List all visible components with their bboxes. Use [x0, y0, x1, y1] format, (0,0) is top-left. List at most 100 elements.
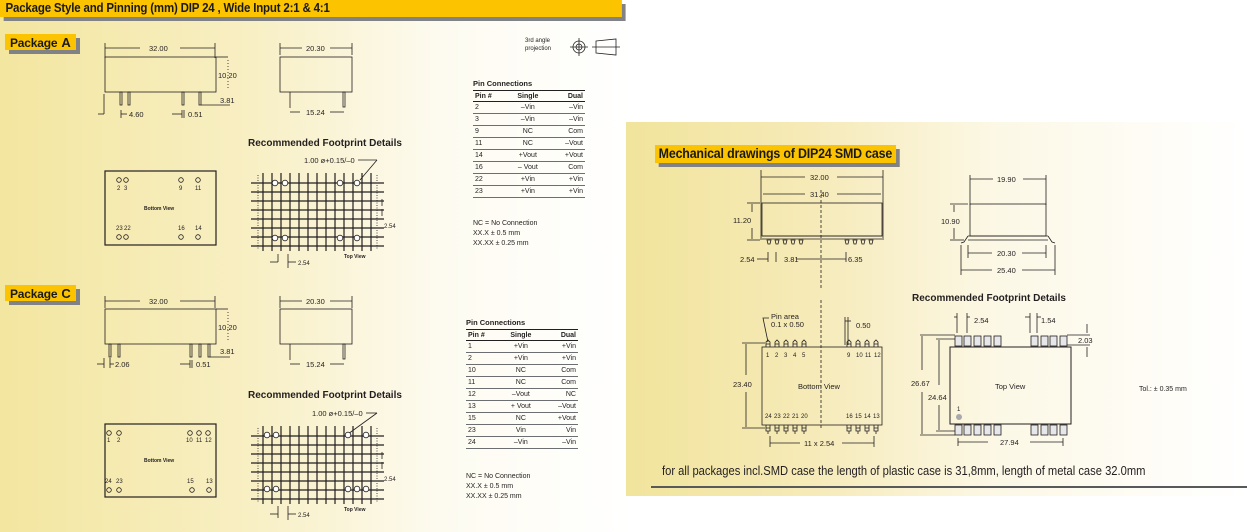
- package-c-notes: NC = No Connection XX.X ± 0.5 mm XX.XX ±…: [466, 472, 530, 502]
- single-output: Vin: [500, 424, 542, 437]
- svg-text:2: 2: [117, 186, 121, 192]
- pad-hole: [271, 179, 279, 187]
- svg-text:2.03: 2.03: [1078, 336, 1093, 345]
- dual-output: Com: [541, 364, 578, 377]
- pin-number: 13: [466, 400, 501, 413]
- pad: [1030, 424, 1039, 436]
- single-output: +Vin: [500, 352, 542, 365]
- pin-label: 23: [774, 414, 781, 420]
- pad-hole: [281, 234, 289, 242]
- pad: [963, 335, 972, 347]
- pad: [1040, 424, 1049, 436]
- dual-output: +Vout: [541, 412, 578, 425]
- lead: [790, 239, 796, 245]
- pad-hole: [263, 485, 271, 493]
- smd-end-view: 19.90 10.90 20.30 25.40: [941, 175, 1056, 275]
- svg-text:0.50: 0.50: [856, 321, 871, 330]
- divider: [651, 486, 1247, 488]
- svg-text:0.51: 0.51: [196, 360, 211, 369]
- pad-hole: [362, 485, 370, 493]
- pin-label: 24: [765, 414, 772, 420]
- svg-text:23: 23: [116, 479, 123, 485]
- pin-number: 1: [466, 340, 501, 353]
- dual-output: +Vin: [541, 340, 578, 353]
- dual-output: +Vin: [541, 352, 578, 365]
- svg-text:31.40: 31.40: [810, 190, 829, 199]
- pin1-marker: [956, 414, 962, 420]
- table-row: 1+Vin+Vin: [466, 340, 578, 353]
- lead: [860, 239, 866, 245]
- svg-text:2.06: 2.06: [115, 360, 130, 369]
- smd-drawings: 32.00 31.40 11.20 2.54 3.81 6.35 19.90: [733, 170, 1093, 448]
- svg-text:9: 9: [179, 186, 183, 192]
- pad: [1049, 424, 1058, 436]
- dual-output: –Vin: [541, 436, 578, 449]
- pad-hole: [272, 485, 280, 493]
- pad: [973, 424, 982, 436]
- svg-text:Pin area: Pin area: [771, 312, 800, 321]
- pin-number: 2: [466, 352, 501, 365]
- svg-text:2.54: 2.54: [974, 316, 989, 325]
- svg-text:Bottom View: Bottom View: [144, 458, 174, 464]
- svg-text:23.40: 23.40: [733, 380, 752, 389]
- lead: [852, 239, 858, 245]
- pad: [983, 335, 992, 347]
- smd-footprint: Recommended Footprint Details 2.54 1.54 …: [911, 293, 1093, 447]
- col-dual: Dual: [541, 330, 578, 341]
- dim-pin-spacing: 15.24: [306, 108, 325, 117]
- table-row: 24–Vin–Vin: [466, 436, 578, 449]
- lead: [765, 339, 771, 347]
- lead: [792, 339, 798, 347]
- svg-text:1: 1: [107, 438, 111, 444]
- pin-label: 13: [873, 414, 880, 420]
- bottom-view-label: Bottom View: [144, 206, 174, 212]
- lead: [801, 425, 807, 434]
- col-pin: Pin #: [466, 330, 501, 341]
- pad: [1049, 335, 1058, 347]
- single-output: +Vout: [507, 149, 549, 162]
- pad-hole: [353, 179, 361, 187]
- svg-text:24.64: 24.64: [928, 393, 947, 402]
- package-c-side-view: 32.00 10.20 3.81 2.06 0.51: [97, 296, 237, 369]
- pin-number: 23: [473, 185, 508, 198]
- pin-label: 12: [874, 353, 881, 359]
- svg-text:15.24: 15.24: [306, 360, 325, 369]
- pad-hole: [336, 234, 344, 242]
- svg-text:3: 3: [124, 186, 128, 192]
- footprint-grid: [251, 426, 384, 504]
- dual-output: Com: [548, 161, 585, 174]
- svg-text:Top View: Top View: [344, 507, 366, 513]
- pad: [1059, 424, 1068, 436]
- svg-text:11 x 2.54: 11 x 2.54: [804, 439, 834, 448]
- tolerance-note: Tol.: ± 0.35 mm: [1139, 386, 1187, 393]
- pin-number: 22: [473, 173, 508, 186]
- dim-pin-width: 0.51: [188, 110, 203, 119]
- pin-number: 12: [466, 388, 501, 401]
- lead: [782, 239, 788, 245]
- lead: [864, 339, 870, 347]
- col-single: Single: [507, 91, 549, 102]
- lead: [864, 425, 870, 434]
- package-c-end-view: 20.30 15.24: [279, 296, 353, 369]
- svg-text:2.54: 2.54: [740, 255, 755, 264]
- svg-text:15: 15: [187, 479, 194, 485]
- pin-number: 3: [473, 113, 508, 126]
- svg-text:32.00: 32.00: [810, 173, 829, 182]
- svg-text:19.90: 19.90: [997, 175, 1016, 184]
- pad: [983, 424, 992, 436]
- pad: [963, 424, 972, 436]
- svg-text:26.67: 26.67: [911, 379, 930, 388]
- footprint-grid: [251, 173, 384, 251]
- pin-label: 14: [864, 414, 871, 420]
- page-title: Package Style and Pinning (mm) DIP 24 , …: [0, 0, 622, 17]
- svg-text:1: 1: [957, 407, 961, 413]
- dual-output: +Vin: [548, 185, 585, 198]
- dip24-drawings: 3rd angle projection 32.00 10.20 3.81 4.…: [97, 38, 620, 520]
- pad-hole: [336, 179, 344, 187]
- svg-text:1.54: 1.54: [1041, 316, 1056, 325]
- pin-number: 2: [473, 101, 508, 114]
- package-c-word: Package: [10, 287, 58, 301]
